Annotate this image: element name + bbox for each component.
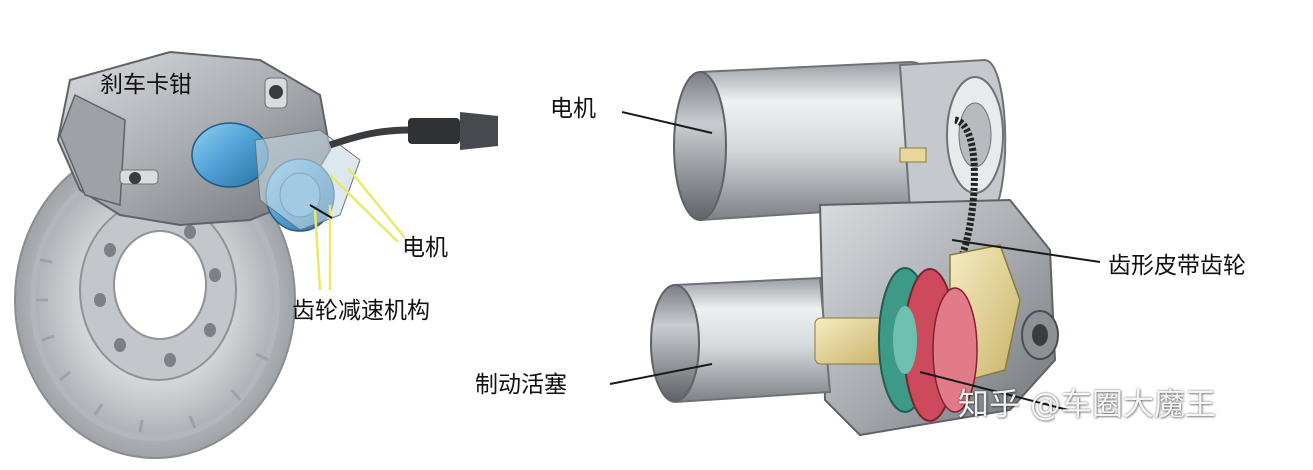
gear-reduction-label: 齿轮减速机构 [292, 298, 430, 324]
motor-label-right: 电机 [550, 96, 596, 122]
brake-piston-label: 制动活塞 [475, 372, 567, 398]
motor-label-left: 电机 [402, 235, 448, 261]
toothed-belt-gear-label: 齿形皮带齿轮 [1108, 253, 1246, 279]
brake-assembly-illustration [14, 50, 498, 459]
watermark: 知乎 @车圈大魔王 [958, 387, 1216, 423]
caliper-label: 刹车卡钳 [100, 72, 192, 98]
actuator-illustration [609, 58, 1101, 437]
